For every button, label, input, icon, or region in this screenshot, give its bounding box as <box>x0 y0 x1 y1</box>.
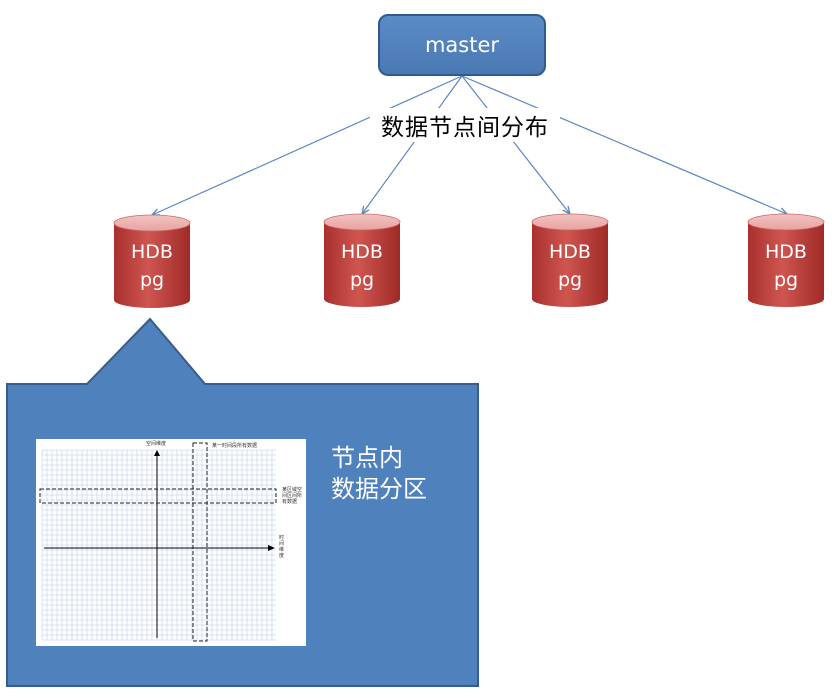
node-3-line2: pg <box>557 269 583 291</box>
node-1-label: HDB pg <box>112 238 192 294</box>
database-node-4[interactable] <box>747 213 825 307</box>
space-band <box>39 488 277 504</box>
node-1-line1: HDB <box>131 241 173 263</box>
inset-y-axis-label: 空间维度 <box>146 441 167 447</box>
node-4-line1: HDB <box>765 241 807 263</box>
connector-4 <box>461 75 787 214</box>
time-band <box>192 442 208 642</box>
node-3-line1: HDB <box>549 241 591 263</box>
node-2-line2: pg <box>349 269 375 291</box>
callout-line-2: 数据分区 <box>331 475 427 503</box>
connector-3 <box>461 75 570 214</box>
distribution-label: 数据节点间分布 <box>370 108 560 142</box>
master-label: master <box>424 33 500 57</box>
node-4-line2: pg <box>773 269 799 291</box>
connector-2 <box>362 75 463 214</box>
database-node-1[interactable] <box>113 214 191 308</box>
partition-inset <box>36 439 306 646</box>
callout-line-1: 节点内 <box>331 444 403 472</box>
callout-text: 节点内 数据分区 <box>331 443 471 505</box>
connector-1 <box>152 75 463 215</box>
inset-x-axis-label: 时间维度 <box>279 535 285 559</box>
connectors <box>152 75 787 215</box>
database-node-2[interactable] <box>323 213 401 307</box>
node-2-label: HDB pg <box>322 238 402 294</box>
node-1-line2: pg <box>139 269 165 291</box>
node-2-line1: HDB <box>341 241 383 263</box>
inset-grid <box>41 449 276 641</box>
database-node-3[interactable] <box>531 213 609 307</box>
master-node[interactable]: master <box>378 14 546 76</box>
node-4-label: HDB pg <box>746 238 826 294</box>
node-3-label: HDB pg <box>530 238 610 294</box>
inset-vertical-band-label: 某一时间段所有数据 <box>212 443 258 449</box>
inset-horizontal-band-label: 某区域空间区间所有数据 <box>282 487 303 505</box>
